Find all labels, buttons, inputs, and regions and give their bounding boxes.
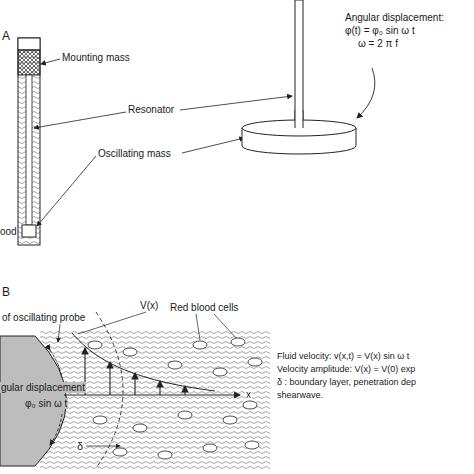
part-label: Oscillating mass — [98, 148, 171, 159]
part-label: Red blood cells — [170, 302, 238, 313]
rod — [295, 0, 303, 128]
part-label: Mounting mass — [62, 52, 130, 63]
axis-label: V(x) — [140, 300, 158, 311]
panel-letter: B — [2, 286, 10, 299]
part-label: ood — [0, 226, 17, 237]
equation-label: φ₀ sin ω t — [24, 398, 68, 409]
red-blood-cells — [88, 338, 262, 459]
equation-label: Angular displacement: — [345, 12, 444, 23]
axis-label: x — [245, 389, 252, 400]
panel-letter: A — [2, 30, 10, 43]
resonator-rod — [26, 75, 32, 225]
mounting-mass — [18, 50, 40, 75]
blood-region — [40, 330, 270, 470]
x-axis — [64, 395, 240, 396]
boundary-layer — [96, 312, 123, 468]
velocity-curve — [72, 333, 215, 391]
legend-note: shearwave. — [276, 391, 324, 401]
legend-note: Fluid velocity: v(x,t) = V(x) sin ω t — [276, 352, 410, 362]
legend-note: δ : boundary layer, penetration dep — [276, 378, 417, 388]
part-label: gular displacement — [0, 382, 86, 393]
tube — [18, 38, 40, 245]
symbol-label: δ — [76, 440, 84, 452]
part-label: of oscillating probe — [2, 312, 85, 323]
oscillating-mass — [22, 225, 36, 237]
velocity-arrows — [85, 348, 185, 395]
equation-label: φ(t) = φ₀ sin ω t — [345, 25, 415, 36]
part-label: Resonator — [128, 104, 174, 115]
legend-note: Velocity amplitude: V(x) = V(0) exp — [276, 365, 416, 375]
equation-label: ω = 2 π f — [358, 38, 398, 49]
tube-cap — [18, 38, 40, 50]
rotation-arrow — [357, 68, 375, 118]
